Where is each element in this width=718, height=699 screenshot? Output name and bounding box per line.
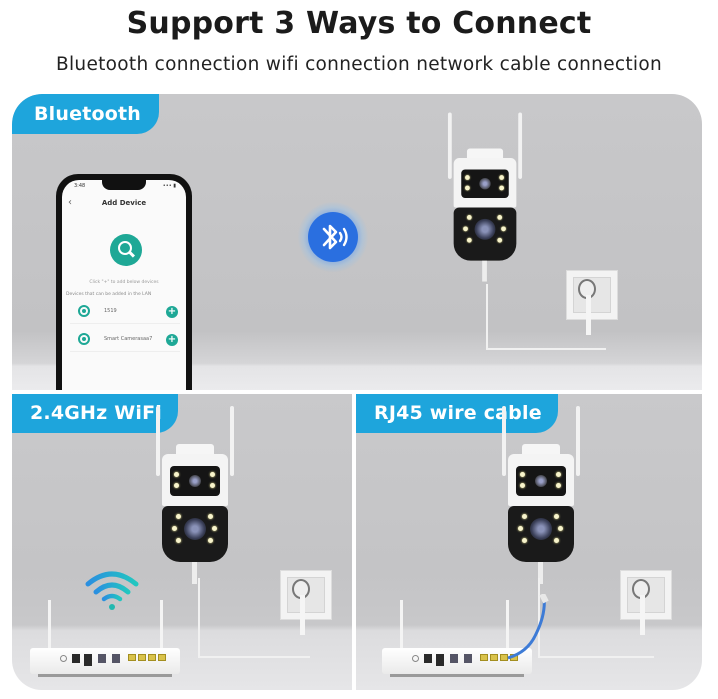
page-title: Support 3 Ways to Connect: [126, 6, 592, 41]
add-device-button[interactable]: +: [166, 334, 178, 346]
lan-devices-label: Devices that can be added in the LAN: [66, 292, 152, 297]
power-wire: [198, 578, 310, 658]
wifi-router: [30, 600, 180, 677]
bluetooth-icon: [308, 212, 358, 262]
bluetooth-panel: Bluetooth 3:48 ••• ▮ ‹ Add Device Click …: [12, 94, 702, 390]
security-camera: [498, 406, 584, 584]
camera-device-icon: [78, 305, 90, 319]
security-camera: [152, 406, 238, 584]
device-name: 1519: [104, 308, 117, 314]
bluetooth-label: Bluetooth: [12, 94, 160, 134]
back-chevron-icon[interactable]: ‹: [68, 197, 72, 208]
rj45-label: RJ45 wire cable: [356, 394, 558, 433]
security-camera: [444, 112, 526, 282]
phone-notch: [102, 180, 146, 190]
search-device-icon[interactable]: [110, 234, 142, 266]
smartphone: 3:48 ••• ▮ ‹ Add Device Click "+" to add…: [56, 174, 192, 390]
power-socket: [620, 570, 672, 635]
camera-device-icon: [78, 333, 90, 347]
power-wire: [486, 284, 606, 350]
wifi-panel: 2.4GHz WiFi: [12, 394, 352, 690]
page-subtitle: Bluetooth connection wifi connection net…: [55, 54, 662, 75]
wifi-router: [382, 600, 532, 677]
wifi-label: 2.4GHz WiFi: [12, 394, 178, 433]
ethernet-cable-icon: [507, 594, 549, 660]
device-name: Smart Camerasaa7: [104, 336, 153, 342]
device-list-item[interactable]: 1519 +: [70, 302, 180, 324]
add-device-title: Add Device: [101, 199, 147, 207]
wifi-icon: [82, 566, 142, 612]
device-list-item[interactable]: Smart Camerasaa7 +: [70, 330, 180, 352]
app-screen: 3:48 ••• ▮ ‹ Add Device Click "+" to add…: [62, 180, 186, 390]
power-socket: [566, 270, 618, 335]
status-signal-icon: ••• ▮: [162, 183, 176, 189]
power-wire: [538, 578, 654, 658]
rj45-panel: RJ45 wire cable: [356, 394, 702, 690]
status-time: 3:48: [74, 183, 86, 189]
power-socket: [280, 570, 332, 635]
add-hint-text: Click "+" to add below devices: [89, 280, 159, 285]
add-device-button[interactable]: +: [166, 306, 178, 318]
